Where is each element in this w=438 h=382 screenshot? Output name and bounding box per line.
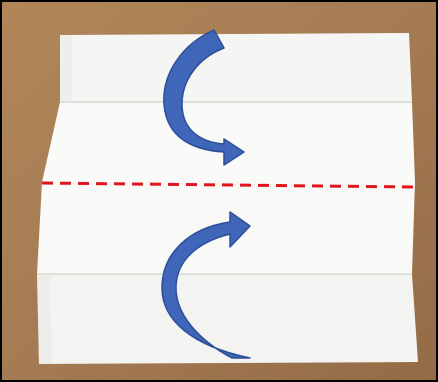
paper-sheet	[37, 33, 418, 364]
paper-panel-bottom	[37, 274, 418, 364]
paper-panel-top	[60, 33, 412, 102]
